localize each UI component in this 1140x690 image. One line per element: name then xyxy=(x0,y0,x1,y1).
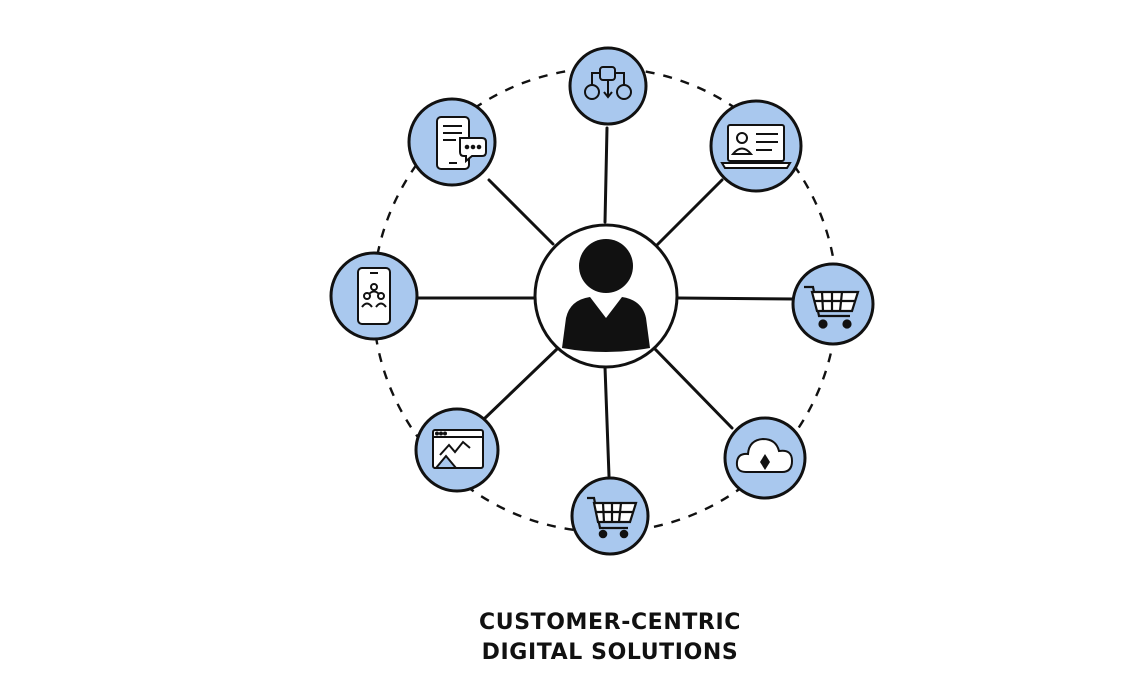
browser-chart-icon xyxy=(432,429,484,469)
node-cart-bottom xyxy=(570,476,650,556)
node-laptop-profile xyxy=(709,99,803,193)
cloud-icon xyxy=(735,437,794,473)
shopping-cart-icon xyxy=(804,285,860,329)
spoke-laptop-profile xyxy=(654,178,724,248)
caption-line-2: DIGITAL SOLUTIONS xyxy=(481,640,739,665)
diagram-canvas xyxy=(329,46,875,556)
caption-line-1: CUSTOMER-CENTRIC xyxy=(478,610,742,635)
spoke-web-analytics xyxy=(481,347,559,422)
node-mobile-chat xyxy=(407,97,497,187)
shopping-cart-icon xyxy=(587,496,638,539)
spoke-cart-right xyxy=(676,296,797,301)
spokes xyxy=(416,126,797,478)
spoke-workflow xyxy=(603,126,609,224)
mobile-chat-icon xyxy=(436,116,487,170)
tablet-people-icon xyxy=(357,267,391,325)
node-workflow xyxy=(568,46,648,126)
spoke-cloud xyxy=(653,347,734,430)
spoke-cart-bottom xyxy=(603,365,611,478)
node-tablet-community xyxy=(329,251,419,341)
node-cart-right xyxy=(791,262,875,346)
node-web-analytics xyxy=(414,407,500,493)
person-icon xyxy=(562,239,650,352)
spoke-mobile-chat xyxy=(487,178,555,246)
laptop-profile-icon xyxy=(720,124,792,169)
workflow-icon xyxy=(584,66,632,100)
center-customer-node xyxy=(533,223,679,369)
network-diagram xyxy=(329,46,875,556)
node-cloud xyxy=(723,416,807,500)
